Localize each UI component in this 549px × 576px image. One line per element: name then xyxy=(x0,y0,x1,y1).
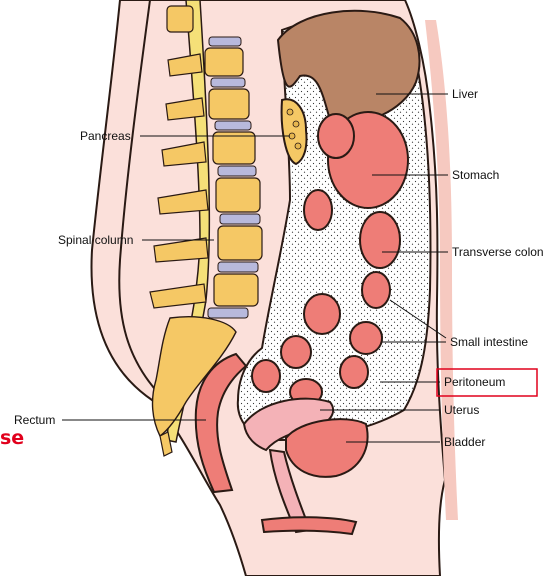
vertebra xyxy=(205,48,243,76)
vertebra xyxy=(218,226,262,260)
label-transverse-colon: Transverse colon xyxy=(452,245,544,259)
label-bladder: Bladder xyxy=(444,435,485,449)
organ-loop xyxy=(304,190,332,230)
label-liver: Liver xyxy=(452,87,478,101)
intervertebral-disc xyxy=(215,121,251,130)
label-stomach: Stomach xyxy=(452,168,499,182)
label-rectum: Rectum xyxy=(14,413,55,427)
transverse-colon xyxy=(360,212,400,268)
label-uterus: Uterus xyxy=(444,403,479,417)
vertebra xyxy=(216,178,260,212)
intervertebral-disc xyxy=(209,37,241,46)
small-intestine-loop xyxy=(281,336,311,368)
small-intestine-loop xyxy=(350,322,382,354)
intervertebral-disc xyxy=(211,78,245,87)
organ-loop xyxy=(318,114,354,158)
intervertebral-disc xyxy=(208,308,248,318)
vertebra xyxy=(167,6,193,32)
small-intestine-loop xyxy=(304,294,340,334)
small-intestine-loop xyxy=(340,356,368,388)
vertebra xyxy=(214,274,258,306)
label-spinal-column: Spinal column xyxy=(58,233,133,247)
intervertebral-disc xyxy=(218,166,256,176)
cropped-heading-fragment: se xyxy=(0,427,24,449)
vertebra xyxy=(209,89,249,119)
vertebra xyxy=(213,132,255,164)
label-small-intestine: Small intestine xyxy=(450,335,528,349)
organ-loop xyxy=(362,272,390,308)
label-pancreas: Pancreas xyxy=(80,129,131,143)
intervertebral-disc xyxy=(220,214,260,224)
intervertebral-disc xyxy=(218,262,258,272)
perineum xyxy=(262,517,356,534)
label-peritoneum: Peritoneum xyxy=(444,375,505,389)
small-intestine-loop xyxy=(252,360,280,392)
